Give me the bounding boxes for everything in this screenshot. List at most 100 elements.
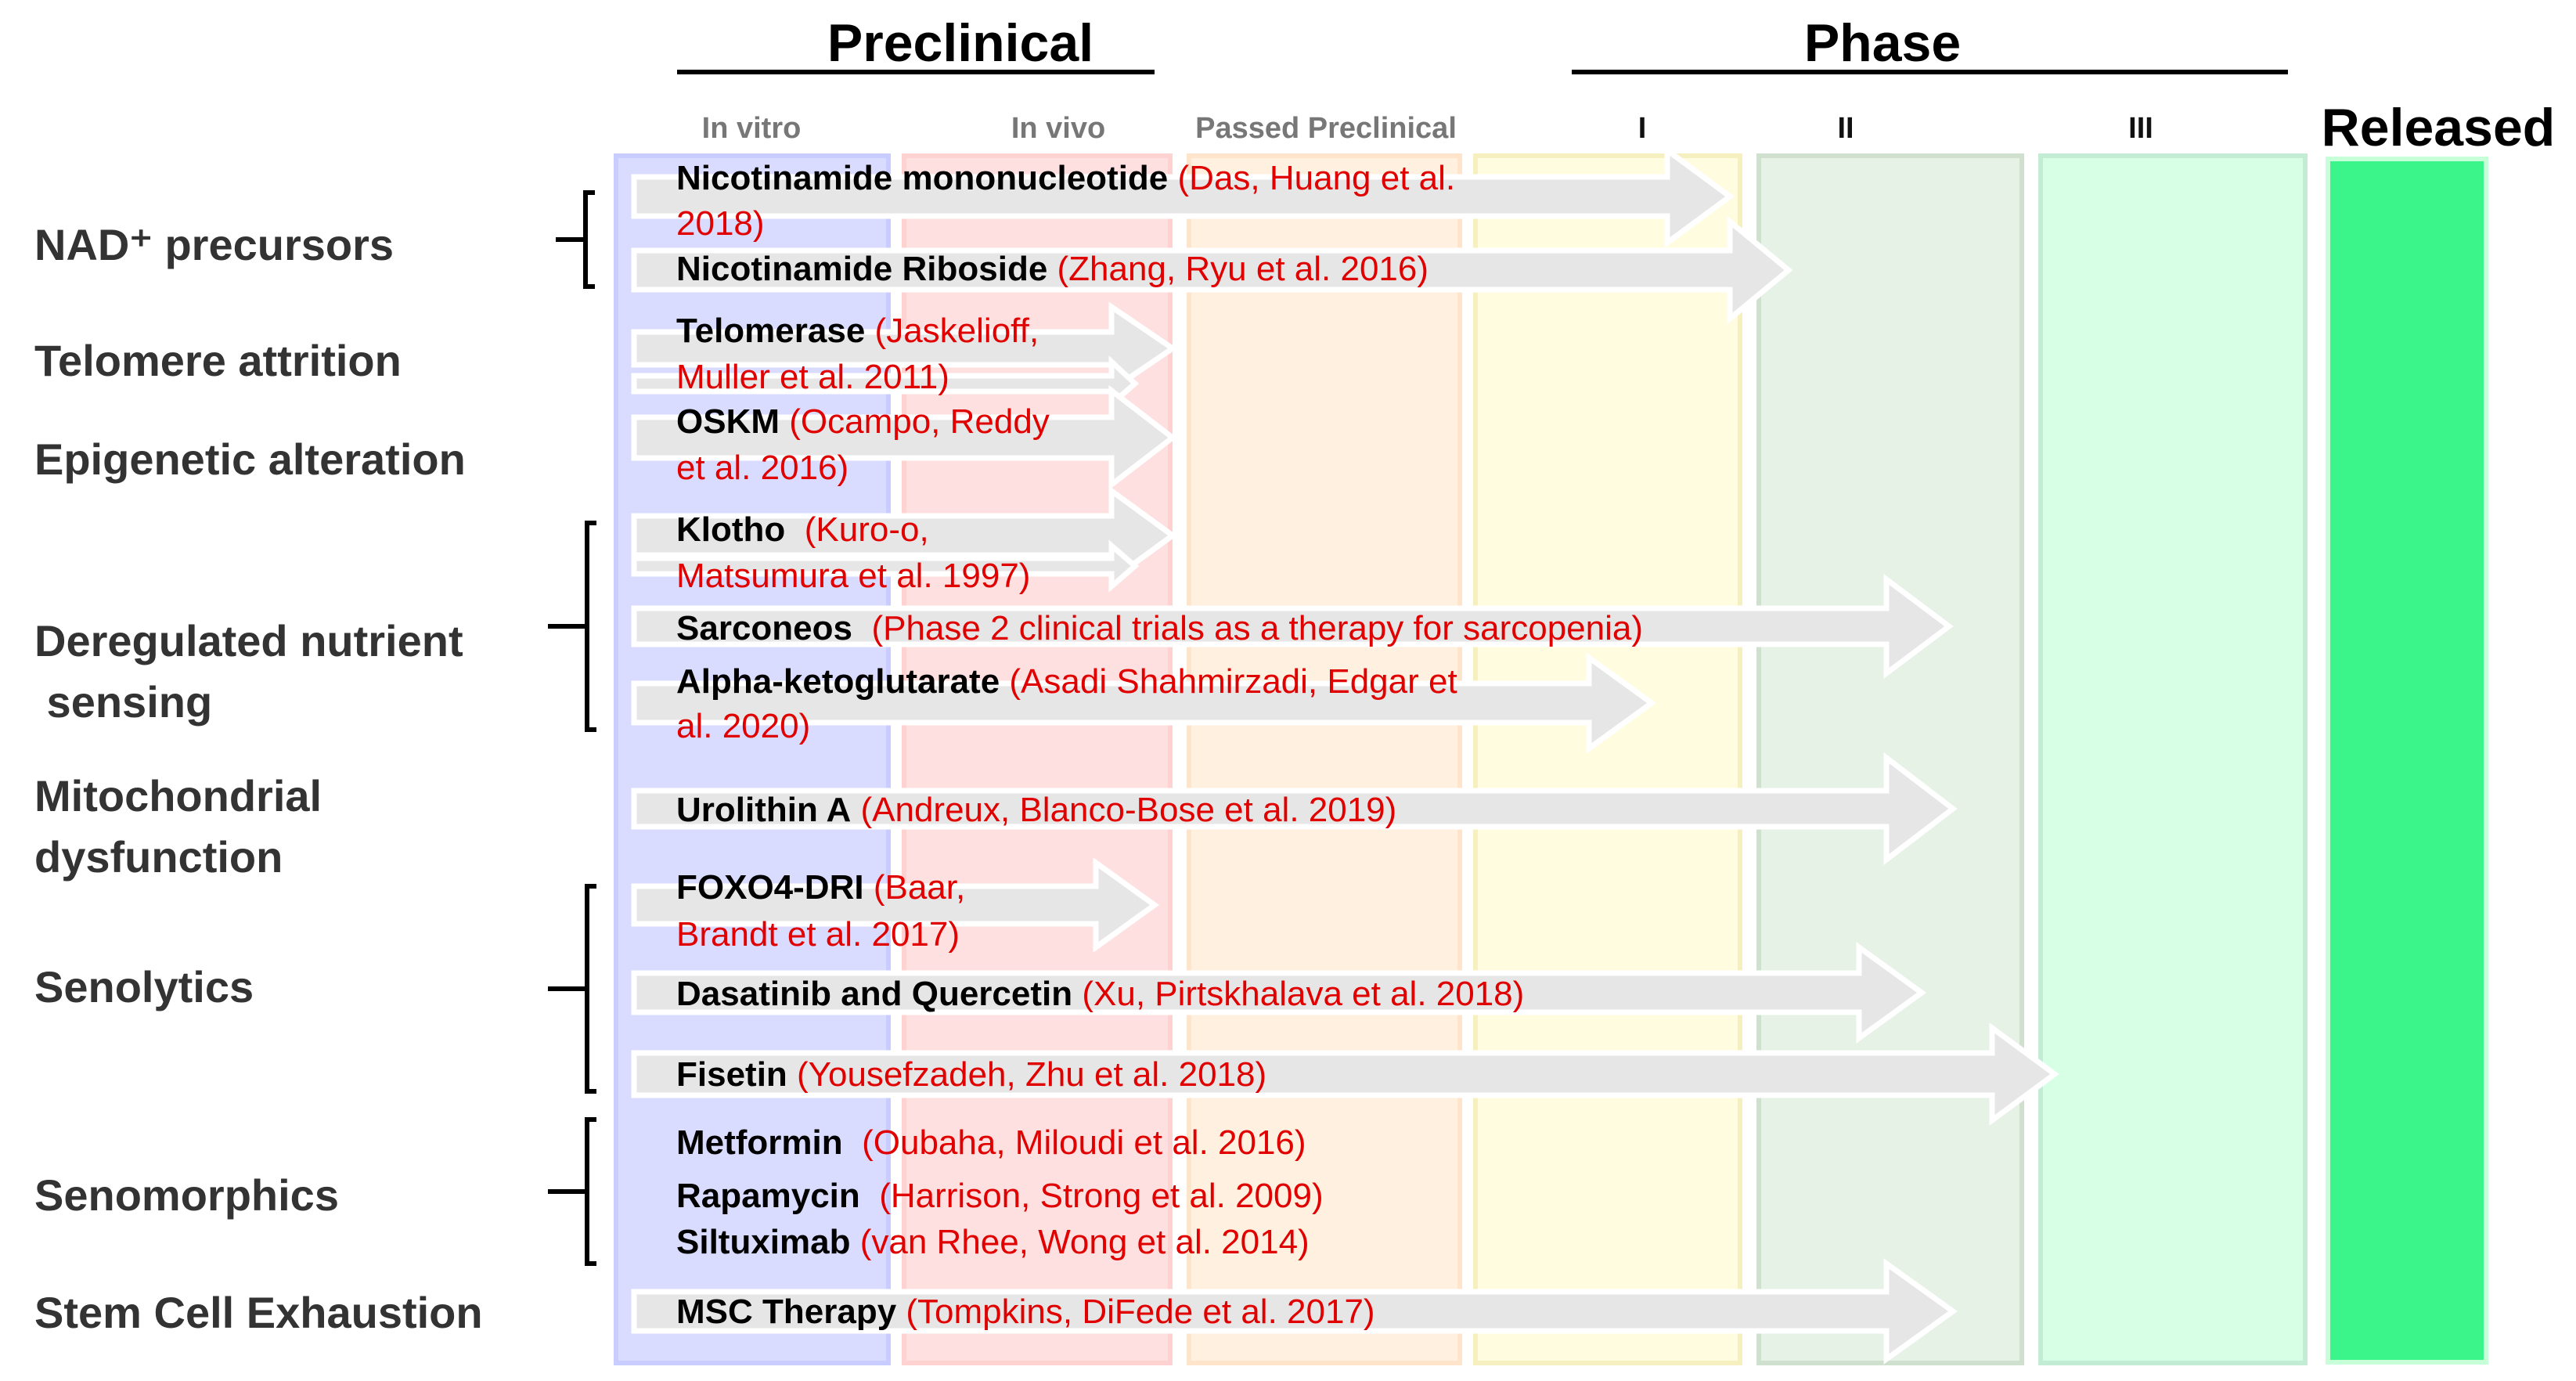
therapy-name: Fisetin xyxy=(676,1055,787,1094)
therapy-reference: (Yousefzadeh, Zhu et al. 2018) xyxy=(797,1055,1266,1094)
arrow-klotho xyxy=(631,485,1177,586)
therapy-reference: (Jaskelioff, xyxy=(875,312,1039,350)
preclinical-header: Preclinical xyxy=(827,13,1093,73)
arrow-nicotinamide-riboside xyxy=(631,215,1793,325)
therapy-nicotinamide-riboside: Nicotinamide Riboside (Zhang, Ryu et al.… xyxy=(676,250,1429,288)
category-mitochondrial-dysfunction: Mitochondrial dysfunction xyxy=(34,771,322,882)
therapy-reference-cont: al. 2020) xyxy=(676,707,810,745)
category-deregulated-nutrient-line-2: sensing xyxy=(34,677,212,727)
category-braces xyxy=(548,190,596,1266)
brace-senolytics xyxy=(548,884,596,1094)
therapy-reference-cont: Muller et al. 2011) xyxy=(676,358,949,396)
phase-2-label: II xyxy=(1837,112,1854,145)
therapy-name: Alpha-ketoglutarate xyxy=(676,662,1000,701)
therapy-name: Nicotinamide Riboside xyxy=(676,250,1047,288)
therapy-sarconeos: Sarconeos (Phase 2 clinical trials as a … xyxy=(676,609,1643,647)
released-header: Released xyxy=(2322,98,2556,157)
therapy-reference: (Baar, xyxy=(874,868,965,907)
phase-3-column xyxy=(2038,153,2308,1365)
category-nad-precursors: NAD⁺ precursors xyxy=(34,220,394,269)
therapy-urolithin-a: Urolithin A (Andreux, Blanco-Bose et al.… xyxy=(676,791,1396,829)
category-deregulated-nutrient-line-1: Deregulated nutrient xyxy=(34,616,463,665)
therapy-name: Telomerase xyxy=(676,312,865,350)
therapy-reference: (Xu, Pirtskhalava et al. 2018) xyxy=(1082,975,1524,1013)
therapy-reference: (Zhang, Ryu et al. 2016) xyxy=(1057,250,1429,288)
category-nad-precursors-label: NAD⁺ precursors xyxy=(34,220,394,269)
arrow-nicotinamide-mononucleotide xyxy=(631,145,1735,248)
category-mitochondrial-line-2: dysfunction xyxy=(34,832,283,882)
category-telomere-attrition: Telomere attrition xyxy=(34,336,402,385)
therapy-reference: (Andreux, Blanco-Bose et al. 2019) xyxy=(860,791,1396,829)
therapy-name: Klotho xyxy=(676,510,785,549)
therapy-reference-cont: et al. 2016) xyxy=(676,449,848,487)
therapy-reference-cont: 2018) xyxy=(676,204,765,243)
in-vivo-label: In vivo xyxy=(1011,112,1105,145)
brace-senomorphics xyxy=(548,1117,596,1266)
progress-arrows xyxy=(631,145,2059,1365)
arrow-klotho-2 xyxy=(631,539,1140,593)
therapy-oskm: OSKM (Ocampo, Reddy xyxy=(676,402,1050,441)
phase-3-label: III xyxy=(2128,112,2153,145)
therapy-reference: (van Rhee, Wong et al. 2014) xyxy=(860,1223,1310,1261)
arrow-telomerase-2 xyxy=(631,355,1140,410)
category-senolytics: Senolytics xyxy=(34,962,254,1011)
category-epigenetic-alteration: Epigenetic alteration xyxy=(34,434,466,484)
phase-1-label: I xyxy=(1638,112,1647,145)
therapy-reference-cont: Matsumura et al. 1997) xyxy=(676,557,1030,595)
therapy-name: Rapamycin xyxy=(676,1177,860,1215)
category-mitochondrial-line-1: Mitochondrial xyxy=(34,771,322,820)
therapy-siltuximab: Siltuximab (van Rhee, Wong et al. 2014) xyxy=(676,1223,1310,1261)
category-telomere-attrition-label: Telomere attrition xyxy=(34,336,402,385)
category-senolytics-label: Senolytics xyxy=(34,962,254,1011)
therapy-reference: (Kuro-o, xyxy=(805,510,929,549)
therapy-nicotinamide-mononucleotide: Nicotinamide mononucleotide (Das, Huang … xyxy=(676,159,1455,197)
arrow-urolithin-a xyxy=(631,752,1958,866)
category-senomorphics-label: Senomorphics xyxy=(34,1170,339,1220)
category-epigenetic-alteration-label: Epigenetic alteration xyxy=(34,434,466,484)
arrow-alpha-ketoglutarate xyxy=(631,652,1656,754)
therapy-alpha-ketoglutarate: Alpha-ketoglutarate (Asadi Shahmirzadi, … xyxy=(676,662,1457,701)
therapy-rapamycin: Rapamycin (Harrison, Strong et al. 2009) xyxy=(676,1177,1324,1215)
therapy-klotho: Klotho (Kuro-o, xyxy=(676,510,929,549)
therapy-name: Metformin xyxy=(676,1123,843,1162)
therapy-reference: (Phase 2 clinical trials as a therapy fo… xyxy=(871,609,1643,647)
therapy-reference: (Ocampo, Reddy xyxy=(789,402,1050,441)
therapy-reference: (Harrison, Strong et al. 2009) xyxy=(879,1177,1323,1215)
released-column xyxy=(2326,157,2488,1365)
passed-preclinical-label: Passed Preclinical xyxy=(1195,112,1457,145)
in-vitro-label: In vitro xyxy=(702,112,802,145)
therapy-name: Nicotinamide mononucleotide xyxy=(676,159,1168,197)
therapy-fisetin: Fisetin (Yousefzadeh, Zhu et al. 2018) xyxy=(676,1055,1266,1094)
arrow-fisetin xyxy=(631,1022,2059,1126)
phase-header: Phase xyxy=(1804,13,1961,73)
therapy-telomerase: Telomerase (Jaskelioff, xyxy=(676,312,1039,350)
arrow-msc-therapy xyxy=(631,1258,1958,1365)
therapy-reference: (Oubaha, Miloudi et al. 2016) xyxy=(862,1123,1306,1162)
arrow-foxo4-dri xyxy=(631,857,1159,953)
arrow-telomerase xyxy=(631,301,1178,395)
brace-nad-precursors xyxy=(556,190,595,289)
therapy-foxo4-dri: FOXO4-DRI (Baar, xyxy=(676,868,965,907)
therapy-msc-therapy: MSC Therapy (Tompkins, DiFede et al. 201… xyxy=(676,1293,1375,1331)
category-deregulated-nutrient-sensing: Deregulated nutrient sensing xyxy=(34,616,463,727)
arrow-sarconeos xyxy=(631,574,1954,679)
category-stem-cell-exhaustion: Stem Cell Exhaustion xyxy=(34,1288,483,1337)
therapy-reference: (Tompkins, DiFede et al. 2017) xyxy=(906,1293,1374,1331)
therapy-name: Dasatinib and Quercetin xyxy=(676,975,1072,1013)
arrow-oskm xyxy=(631,384,1177,491)
passed-preclinical-column xyxy=(1187,153,1462,1365)
therapy-name: Sarconeos xyxy=(676,609,852,647)
phase-1-column xyxy=(1473,153,1742,1365)
therapy-reference-cont: Brandt et al. 2017) xyxy=(676,915,960,954)
therapy-name: Urolithin A xyxy=(676,791,851,829)
therapy-dasatinib-quercetin: Dasatinib and Quercetin (Xu, Pirtskhalav… xyxy=(676,975,1524,1013)
therapy-labels: Nicotinamide mononucleotide (Das, Huang … xyxy=(676,159,1643,1331)
therapy-name: FOXO4-DRI xyxy=(676,868,864,907)
category-labels: NAD⁺ precursors Telomere attrition Epige… xyxy=(34,220,483,1337)
therapy-name: OSKM xyxy=(676,402,780,441)
category-stem-cell-exhaustion-label: Stem Cell Exhaustion xyxy=(34,1288,483,1337)
brace-deregulated-nutrient xyxy=(548,521,596,732)
arrow-dasatinib-quercetin xyxy=(631,942,1926,1044)
stage-columns xyxy=(614,153,2488,1365)
